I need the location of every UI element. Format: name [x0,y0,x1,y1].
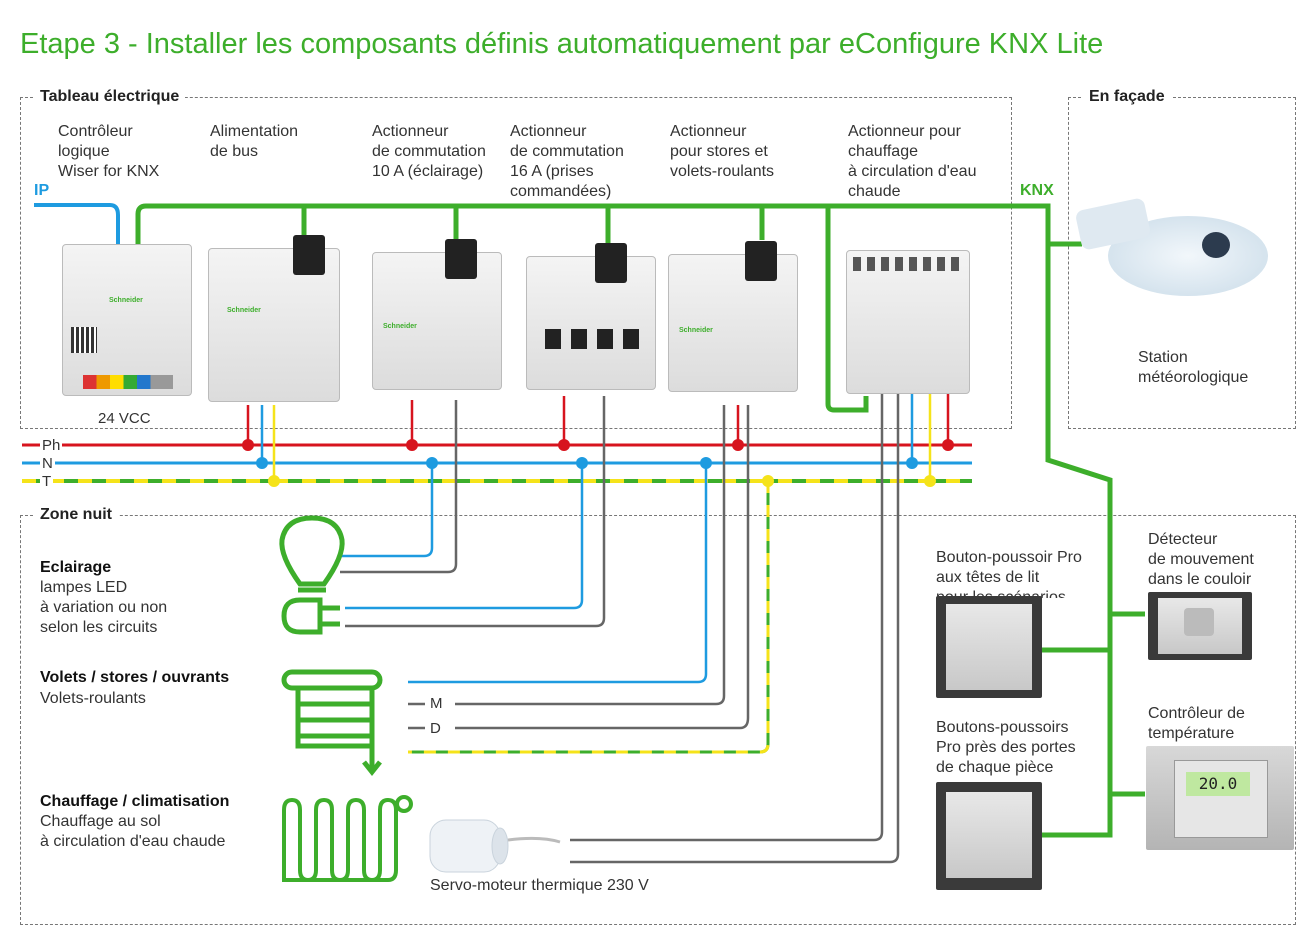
device-label-switch10a: Actionneur de commutation 10 A (éclairag… [372,123,486,180]
device-label-switch16a: Actionneur de commutation 16 A (prises c… [510,123,624,200]
motion-detector-label: Détecteur de mouvement dans le couloir [1148,531,1254,588]
zone-lighting-title: Eclairage [40,559,112,576]
zone-shutters-desc: Volets-roulants [40,690,146,707]
servo-icon [429,819,561,873]
terminal-row-icon [853,257,963,271]
bedhead-button-label: Bouton-poussoir Pro aux têtes de lit pou… [936,549,1082,598]
switch-actuator-10a-device: Schneider [372,239,502,390]
device-label-shutter: Actionneur pour stores et volets-roulant… [670,123,775,180]
wiser-controller-device: Schneider [62,244,192,396]
terminal-block-icon [83,375,173,389]
ip-label: IP [34,182,50,199]
thermostat-device: 20.0 [1146,746,1294,850]
zone-heating-desc: Chauffage au sol à circulation d'eau cha… [40,813,226,850]
brand-logo: Schneider [227,307,261,314]
brand-logo: Schneider [109,297,143,304]
door-buttons-label: Boutons-poussoirs Pro près des portes de… [936,719,1076,776]
tableau-frame [20,97,1012,429]
section-tableau: Tableau électrique [34,88,186,106]
shutter-actuator-device: Schneider [668,241,798,392]
qr-code-icon [71,327,97,353]
device-label-power: Alimentation de bus [210,123,299,160]
bus-power-supply-device: Schneider [208,235,340,402]
weather-station-label: Station météorologique [1138,349,1249,386]
channel-leds-icon [545,329,641,349]
knx-bus-wire [135,203,1113,838]
bulb-icon [279,515,345,593]
thermostat-display: 20.0 [1186,772,1250,796]
knx-label: KNX [1020,182,1054,199]
brand-logo: Schneider [383,323,417,330]
bus-connector-icon [745,241,777,281]
motor-d-label: D [430,720,441,737]
bus-connector-icon [293,235,325,275]
device-label-heating: Actionneur pour chauffage à circulation … [848,123,977,200]
device-label-controller: Contrôleur logique Wiser for KNX [58,123,160,180]
switch-actuator-16a-device [526,243,656,390]
thermostat-label: Contrôleur de température [1148,705,1245,742]
shutter-icon [281,669,383,777]
section-facade: En façade [1083,88,1171,106]
vcc-label: 24 VCC [98,410,151,427]
motion-detector-device [1148,592,1252,660]
bedhead-push-button [936,596,1042,698]
weather-station-device [1074,196,1278,326]
zone-frame [20,515,1296,925]
motor-m-label: M [430,695,443,712]
brand-logo: Schneider [679,327,713,334]
ip-wire [34,203,120,250]
phase-label: Ph [40,437,63,454]
facade-frame [1068,97,1296,429]
floor-heating-icon [282,797,398,883]
section-zone: Zone nuit [34,506,118,524]
earth-label: T [40,473,54,490]
junction-dots [242,439,954,487]
door-push-button [936,782,1042,890]
plug-icon [281,597,340,635]
sensor-lens-icon [1184,608,1214,636]
zone-heating-title: Chauffage / climatisation [40,793,230,810]
servo-label: Servo-moteur thermique 230 V [430,877,649,894]
zone-shutters-title: Volets / stores / ouvrants [40,669,230,686]
zone-lighting-desc: lampes LED à variation ou non selon les … [40,579,168,636]
page-title: Etape 3 - Installer les composants défin… [20,28,1104,60]
heating-actuator-device [846,250,970,394]
bus-connector-icon [445,239,477,279]
bus-connector-icon [595,243,627,283]
knx-drop-5 [825,206,869,413]
neutral-label: N [40,455,55,472]
